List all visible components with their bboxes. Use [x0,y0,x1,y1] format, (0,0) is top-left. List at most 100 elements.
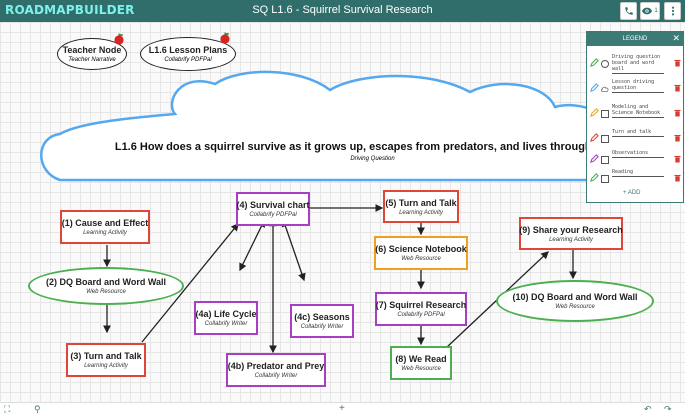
driving-question-subtitle: Driving Question [350,156,395,162]
node-dq-board-word-wall-10[interactable]: (10) DQ Board and Word Wall Web Resource [496,280,654,322]
zoom-icon[interactable]: ⚲ [34,404,41,414]
legend-panel: LEGEND ✕ Driving question board and word… [586,31,684,203]
undo-icon[interactable]: ↶ [644,404,652,414]
circle-shape-icon [601,60,609,68]
apple-icon [114,33,124,45]
call-button[interactable] [620,2,637,20]
legend-add-button[interactable]: + ADD [623,190,641,196]
trash-icon[interactable] [674,155,681,163]
pencil-icon[interactable] [590,58,599,67]
roadmap-canvas[interactable]: Teacher Node Teacher Narrative L1.6 Less… [0,22,685,402]
node-science-notebook[interactable]: (6) Science Notebook Web Resource [374,236,468,270]
driving-question-text: L1.6 How does a squirrel survive as it g… [114,141,631,153]
node-title: (6) Science Notebook [375,244,467,254]
legend-item-label[interactable]: Reading [612,169,664,177]
pencil-icon[interactable] [590,133,599,142]
pencil-icon[interactable] [590,83,599,92]
node-subtitle: Collabrify Writer [204,321,248,327]
trash-icon[interactable] [674,174,681,182]
node-subtitle: Learning Activity [84,363,128,369]
link-4-4a[interactable] [239,219,265,272]
square-shape-icon [601,110,609,118]
link-3-4[interactable] [141,222,239,343]
square-shape-icon [601,135,609,143]
node-subtitle: Web Resource [401,366,441,372]
pencil-icon[interactable] [590,154,599,163]
node-title: (4a) Life Cycle [195,309,257,319]
fit-screen-icon[interactable]: ⛶ [4,404,11,414]
square-shape-icon [601,156,609,164]
node-we-read[interactable]: (8) We Read Web Resource [390,346,452,380]
close-icon[interactable]: ✕ [672,33,680,43]
brand-logo[interactable]: ROADMAPBUILDER [5,3,135,17]
node-title: (2) DQ Board and Word Wall [45,277,166,287]
legend-item-label[interactable]: Lesson driving question [612,79,664,93]
node-title: (8) We Read [395,354,447,364]
bottom-toolbar: ⛶ ⚲ + ↶ ↷ [0,402,685,415]
legend-item-label[interactable]: Turn and talk [612,129,664,137]
node-title: (10) DQ Board and Word Wall [512,292,638,302]
apple-icon [220,32,230,44]
node-dq-board-word-wall[interactable]: (2) DQ Board and Word Wall Web Resource [28,267,184,305]
node-title: Teacher Node [62,45,122,55]
node-subtitle: Learning Activity [549,236,593,243]
legend-header: LEGEND ✕ [587,32,683,46]
legend-item[interactable]: Driving question board and word wall [590,54,682,76]
node-title: (3) Turn and Talk [70,351,142,361]
node-title: (7) Squirrel Research [375,300,467,310]
eye-icon [642,7,653,15]
node-title: (4b) Predator and Prey [227,361,325,371]
legend-item-label[interactable]: Observations [612,150,664,158]
node-subtitle: Web Resource [555,304,595,310]
node-cause-and-effect[interactable]: (1) Cause and Effect Learning Activity [60,210,150,244]
legend-item[interactable]: Lesson driving question [590,79,682,101]
node-title: (4c) Seasons [294,312,350,322]
legend-item-label[interactable]: Driving question board and word wall [612,54,664,74]
node-subtitle: Collabrify PDFPal [249,212,297,218]
node-squirrel-research[interactable]: (7) Squirrel Research Collabrify PDFPal [375,292,467,326]
lesson-plans-node[interactable]: L1.6 Lesson Plans Collabrify PDFPal [140,37,236,71]
node-subtitle: Web Resource [401,256,441,262]
trash-icon[interactable] [674,109,681,117]
node-turn-and-talk-5[interactable]: (5) Turn and Talk Learning Activity [383,190,459,223]
driving-question-cloud[interactable] [40,70,633,182]
legend-item[interactable]: Reading [590,169,682,191]
viewers-button[interactable]: 1 [640,2,660,20]
legend-item[interactable]: Modeling and Science Notebook [590,104,682,126]
cloud-shape-icon [601,85,609,93]
menu-button[interactable] [664,2,681,20]
legend-item-label[interactable]: Modeling and Science Notebook [612,104,664,118]
add-icon[interactable]: + [339,403,345,414]
pencil-icon[interactable] [590,173,599,182]
redo-icon[interactable]: ↷ [664,404,672,414]
driving-question[interactable]: L1.6 How does a squirrel survive as it g… [60,141,685,162]
node-subtitle: Collabrify PDFPal [397,312,445,318]
teacher-node[interactable]: Teacher Node Teacher Narrative [57,38,127,70]
node-subtitle: Collabrify Writer [300,324,344,330]
node-subtitle: Learning Activity [83,230,127,236]
node-predator-and-prey[interactable]: (4b) Predator and Prey Collabrify Writer [226,353,326,387]
link-4-4c[interactable] [281,218,306,282]
node-subtitle: Collabrify Writer [254,373,298,379]
page-title: SQ L1.6 - Squirrel Survival Research [252,4,433,16]
node-life-cycle[interactable]: (4a) Life Cycle Collabrify Writer [194,301,258,335]
node-subtitle: Web Resource [86,289,126,295]
node-survival-chart[interactable]: (4) Survival chart Collabrify PDFPal [236,192,310,226]
trash-icon[interactable] [674,84,681,92]
phone-icon [624,7,633,15]
trash-icon[interactable] [674,134,681,142]
legend-item[interactable]: Observations [590,150,682,172]
node-seasons[interactable]: (4c) Seasons Collabrify Writer [290,304,354,338]
legend-title: LEGEND [622,36,648,42]
node-title: (9) Share your Research [519,224,623,235]
node-turn-and-talk-3[interactable]: (3) Turn and Talk Learning Activity [66,343,146,377]
square-shape-icon [601,175,609,183]
node-subtitle: Learning Activity [399,209,443,216]
node-subtitle: Teacher Narrative [68,57,116,63]
node-title: (5) Turn and Talk [385,197,457,208]
legend-item[interactable]: Turn and talk [590,129,682,151]
trash-icon[interactable] [674,59,681,67]
node-title: (4) Survival chart [236,200,310,210]
node-share-your-research[interactable]: (9) Share your Research Learning Activit… [519,217,623,250]
pencil-icon[interactable] [590,108,599,117]
